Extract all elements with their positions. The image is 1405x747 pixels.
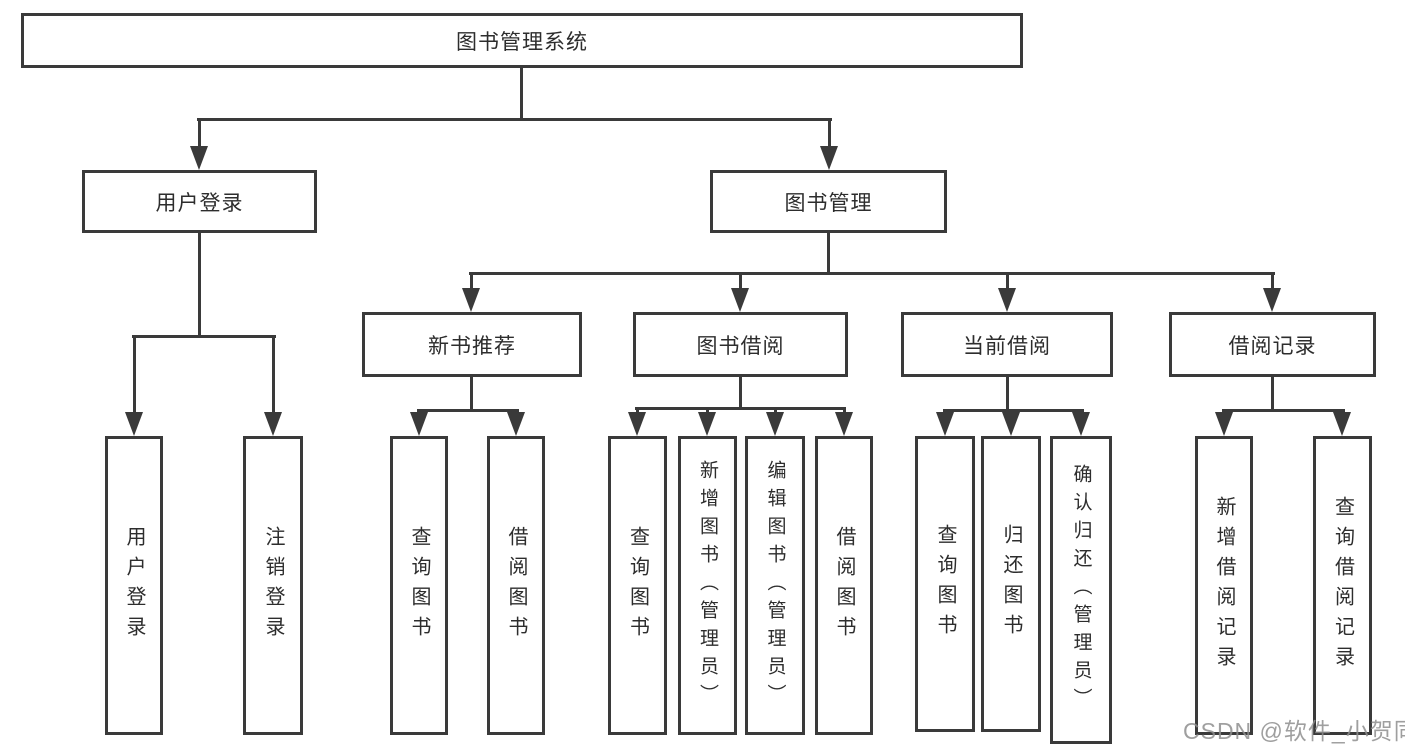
connector-line: [1006, 272, 1009, 292]
connector-line: [1222, 409, 1345, 412]
arrow-down-icon: [820, 146, 838, 170]
connector-line: [132, 335, 276, 338]
arrow-down-icon: [998, 288, 1016, 312]
leaf-return-books: 归还图书: [981, 436, 1041, 732]
connector-line: [520, 68, 523, 121]
connector-line: [635, 407, 846, 410]
leaf-label: 编辑图书（管理员）: [764, 459, 786, 712]
connector-line: [774, 407, 777, 416]
leaf-user-login: 用户登录: [105, 436, 163, 735]
connector-line: [706, 407, 709, 416]
connector-line: [1271, 272, 1274, 292]
arrow-down-icon: [410, 412, 428, 436]
leaf-label: 查询图书: [626, 525, 649, 646]
node-book-management: 图书管理: [710, 170, 947, 233]
leaf-add-borrow-record: 新增借阅记录: [1195, 436, 1253, 735]
arrow-down-icon: [462, 288, 480, 312]
leaf-query-borrow-record: 查询借阅记录: [1313, 436, 1372, 735]
csdn-watermark: CSDN @软件_小贺同学: [1183, 718, 1405, 744]
node-user-login: 用户登录: [82, 170, 317, 233]
connector-line: [636, 407, 639, 416]
leaf-logout: 注销登录: [243, 436, 303, 735]
connector-line: [198, 118, 201, 152]
node-new-book-recommend: 新书推荐: [362, 312, 582, 377]
leaf-label: 查询借阅记录: [1331, 495, 1354, 676]
arrow-down-icon: [125, 412, 143, 436]
leaf-borrow-books: 借阅图书: [815, 436, 873, 735]
arrow-down-icon: [835, 412, 853, 436]
node-library-system: 图书管理系统: [21, 13, 1023, 68]
arrow-down-icon: [190, 146, 208, 170]
leaf-add-books-admin: 新增图书（管理员）: [678, 436, 737, 735]
node-book-borrow: 图书借阅: [633, 312, 848, 377]
connector-line: [943, 409, 1084, 412]
arrow-down-icon: [1333, 412, 1351, 436]
leaf-label: 借阅图书: [833, 525, 855, 646]
leaf-label: 用户登录: [123, 525, 145, 646]
connector-line: [133, 335, 136, 416]
connector-line: [469, 272, 1275, 275]
connector-line: [827, 233, 830, 275]
connector-line: [197, 118, 832, 121]
leaf-label: 查询图书: [408, 525, 430, 646]
arrow-down-icon: [698, 412, 716, 436]
arrow-down-icon: [1002, 412, 1020, 436]
leaf-borrow-query-books: 查询图书: [608, 436, 667, 735]
leaf-recommend-borrow-books: 借阅图书: [487, 436, 545, 735]
arrow-down-icon: [264, 412, 282, 436]
arrow-down-icon: [628, 412, 646, 436]
arrow-down-icon: [1263, 288, 1281, 312]
arrow-down-icon: [1072, 412, 1090, 436]
leaf-label: 查询图书: [934, 524, 956, 644]
leaf-recommend-query-books: 查询图书: [390, 436, 448, 735]
leaf-label: 新增借阅记录: [1213, 495, 1235, 676]
connector-line: [1271, 377, 1274, 412]
connector-line: [470, 377, 473, 412]
connector-line: [1006, 377, 1009, 412]
connector-line: [739, 272, 742, 292]
connector-line: [739, 377, 742, 410]
connector-line: [470, 272, 473, 292]
leaf-confirm-return-admin: 确认归还（管理员）: [1050, 436, 1112, 744]
leaf-label: 借阅图书: [505, 525, 527, 646]
connector-line: [828, 118, 831, 152]
arrow-down-icon: [766, 412, 784, 436]
arrow-down-icon: [507, 412, 525, 436]
connector-line: [272, 335, 275, 416]
arrow-down-icon: [1215, 412, 1233, 436]
arrow-down-icon: [731, 288, 749, 312]
connector-line: [843, 407, 846, 416]
node-current-borrow: 当前借阅: [901, 312, 1113, 377]
leaf-label: 确认归还（管理员）: [1070, 464, 1092, 716]
leaf-label: 注销登录: [262, 525, 284, 646]
arrow-down-icon: [936, 412, 954, 436]
connector-line: [198, 233, 201, 338]
connector-line: [417, 409, 519, 412]
leaf-label: 归还图书: [1000, 524, 1022, 644]
leaf-label: 新增图书（管理员）: [697, 459, 718, 712]
node-borrow-records: 借阅记录: [1169, 312, 1376, 377]
leaf-current-query-books: 查询图书: [915, 436, 975, 732]
leaf-edit-books-admin: 编辑图书（管理员）: [745, 436, 805, 735]
